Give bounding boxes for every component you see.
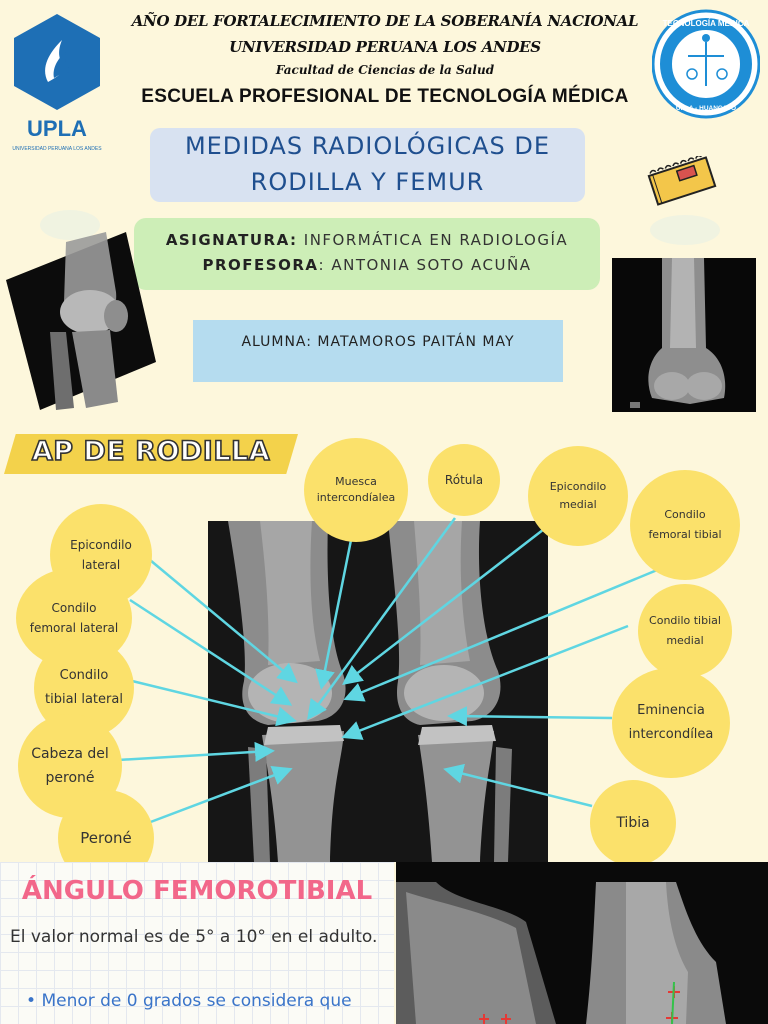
angle-notebook xyxy=(0,862,394,1024)
arrow-epicondilo-medial xyxy=(342,525,549,686)
label-cabeza-perone-line2: peroné xyxy=(45,770,95,786)
teacher-value: : ANTONIA SOTO ACUÑA xyxy=(318,256,532,274)
title-line-2: RODILLA Y FEMUR xyxy=(250,168,485,196)
course-subject: ASIGNATURA: INFORMÁTICA EN RADIOLOGÍA xyxy=(134,231,600,249)
header-school: ESCUELA PROFESIONAL DE TECNOLOGÍA MÉDICA xyxy=(141,86,629,107)
arrow-perone xyxy=(139,765,293,828)
seal-bottom-text: UPLA - HUANCAYO xyxy=(676,105,736,112)
label-tibia: Tibia xyxy=(590,780,676,866)
section-title-ap: AP DE RODILLA xyxy=(31,435,271,468)
angle-bullet-text: Menor de 0 grados se considera que xyxy=(41,991,352,1011)
arrow-condilo-femoral-tibial xyxy=(343,566,663,702)
label-rotula: Rótula xyxy=(428,444,500,516)
label-eminencia: Eminencia intercondílea xyxy=(612,668,730,778)
student-box xyxy=(193,320,563,382)
label-rotula-text: Rótula xyxy=(444,473,484,487)
label-eminencia-line1: Eminencia xyxy=(637,703,705,718)
label-condilo-femoral-lateral-line2: femoral lateral xyxy=(29,621,119,635)
seal-top-text: TECNOLOGÍA MÉDICA xyxy=(663,19,750,28)
header-faculty: Facultad de Ciencias de la Salud xyxy=(275,63,495,77)
ap-knee-xray xyxy=(208,521,548,862)
label-condilo-femoral-lateral-line1: Condilo xyxy=(51,601,97,615)
upla-logo-text: UPLA xyxy=(27,116,87,141)
title-box xyxy=(150,128,585,202)
arrow-rotula xyxy=(307,517,457,721)
label-tibia-text: Tibia xyxy=(616,815,650,831)
arrow-muesca xyxy=(315,529,355,690)
femur-ap-xray xyxy=(612,258,756,412)
section-tag-ap xyxy=(4,434,298,474)
teacher-label: PROFESORA xyxy=(202,256,319,274)
label-epicondilo-lateral-line2: lateral xyxy=(81,558,121,572)
notepad-icon xyxy=(644,154,720,206)
decorative-leaf xyxy=(40,210,100,240)
label-muesca-line2: intercondíalea xyxy=(316,491,396,504)
label-condilo-femoral-tibial-line2: femoral tibial xyxy=(648,528,722,541)
label-condilo-tibial-medial-line1: Condilo tibial xyxy=(649,614,721,627)
arrow-condilo-femoral-lateral xyxy=(129,598,293,706)
subject-value: INFORMÁTICA EN RADIOLOGÍA xyxy=(303,231,569,249)
upla-logo-subtext: UNIVERSIDAD PERUANA LOS ANDES xyxy=(12,146,102,152)
arrow-tibia xyxy=(443,763,593,808)
label-muesca-line1: Muesca xyxy=(335,475,377,488)
header-university: UNIVERSIDAD PERUANA LOS ANDES xyxy=(229,38,541,56)
upla-logo: UPLA UNIVERSIDAD PERUANA LOS ANDES xyxy=(10,12,104,156)
label-epicondilo-lateral-line1: Epicondilo xyxy=(70,538,132,552)
arrow-epicondilo-lateral xyxy=(149,559,298,684)
label-condilo-tibial-lateral-line2: tibial lateral xyxy=(45,692,123,707)
label-perone-text: Peroné xyxy=(80,829,132,847)
angle-body: El valor normal es de 5° a 10° en el adu… xyxy=(10,927,378,947)
label-condilo-tibial-medial-line2: medial xyxy=(666,634,704,647)
arrow-cabeza-perone xyxy=(117,741,275,762)
subject-label: ASIGNATURA: xyxy=(165,231,298,249)
label-cabeza-perone-line1: Cabeza del xyxy=(31,746,109,762)
label-muesca: Muesca intercondíalea xyxy=(304,438,408,542)
course-box xyxy=(134,218,600,290)
course-teacher: PROFESORA: ANTONIA SOTO ACUÑA xyxy=(134,256,600,274)
angle-title: ÁNGULO FEMOROTIBIAL xyxy=(21,876,373,906)
decorative-leaf xyxy=(650,215,720,245)
label-epicondilo-medial: Epicondilo medial xyxy=(528,446,628,546)
page-title: MEDIDAS RADIOLÓGICAS DE RODILLA Y FEMUR xyxy=(150,128,585,200)
arrow-condilo-tibial-lateral xyxy=(127,678,297,727)
arrow-condilo-tibial-medial xyxy=(341,624,629,740)
label-condilo-tibial-lateral-line1: Condilo xyxy=(59,668,109,683)
header-year-line: AÑO DEL FORTALECIMIENTO DE LA SOBERANÍA … xyxy=(131,12,639,30)
label-epicondilo-medial-line1: Epicondilo xyxy=(549,480,607,493)
label-condilo-tibial-medial: Condilo tibial medial xyxy=(638,584,732,678)
title-line-1: MEDIDAS RADIOLÓGICAS DE xyxy=(184,132,551,160)
label-condilo-femoral-tibial: Condilo femoral tibial xyxy=(630,470,740,580)
label-condilo-femoral-tibial-line1: Condilo xyxy=(664,508,706,521)
arrow-eminencia xyxy=(447,706,613,727)
femorotibial-angle-xray xyxy=(396,862,768,1024)
label-epicondilo-medial-line2: medial xyxy=(559,498,597,511)
label-eminencia-line2: intercondílea xyxy=(628,727,714,742)
student-name: ALUMNA: MATAMOROS PAITÁN MAY xyxy=(241,334,515,350)
angle-bullet: • Menor de 0 grados se considera que xyxy=(26,991,352,1011)
lateral-knee-xray xyxy=(6,232,156,410)
tecnologia-medica-seal: TECNOLOGÍA MÉDICA UPLA - HUANCAYO xyxy=(651,6,761,122)
